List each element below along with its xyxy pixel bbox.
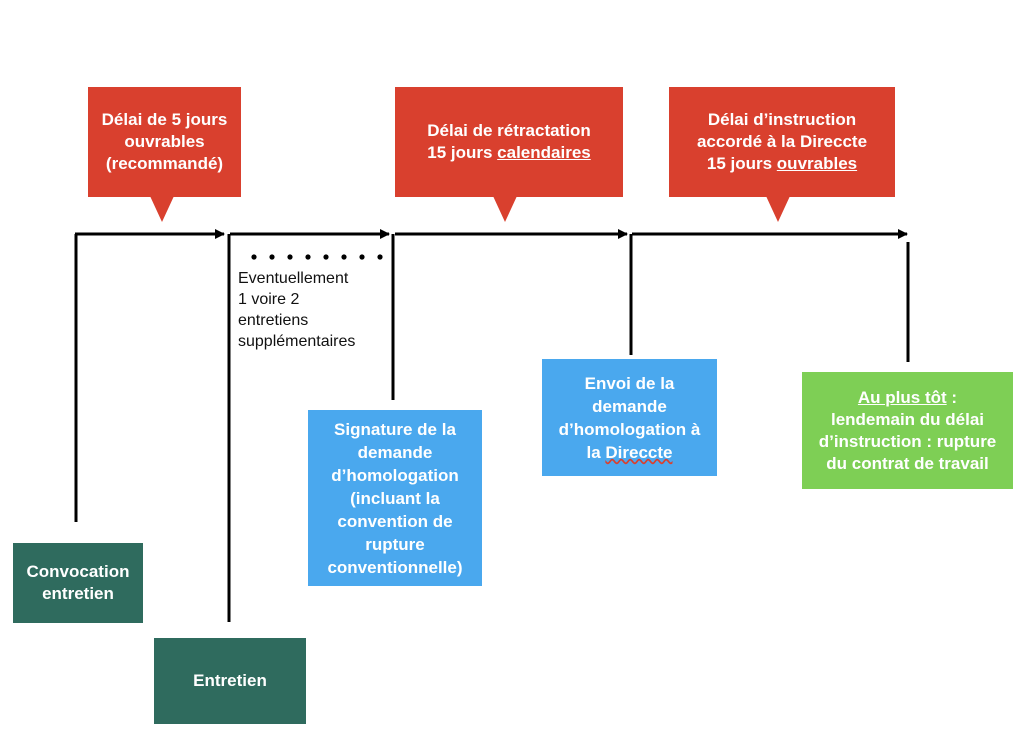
step-envoi-line1: Envoi de la — [584, 373, 675, 393]
delay-retractation-callout: Délai de rétractation 15 jours calendair… — [395, 87, 623, 197]
optional-interviews-note: Eventuellement 1 voire 2 entretiens supp… — [238, 268, 355, 352]
note-line3: entretiens — [238, 312, 309, 329]
step-signature-line3: d’homologation — [331, 465, 459, 485]
step-envoi: Envoi de la demande d’homologation à la … — [542, 359, 717, 476]
delay-preavis-callout: Délai de 5 jours ouvrables (recommandé) — [88, 87, 241, 197]
delay-instruction-line3: 15 jours ouvrables — [707, 153, 857, 175]
delay-retractation-line2: 15 jours calendaires — [427, 142, 590, 164]
step-entretien-label: Entretien — [193, 671, 267, 690]
delay-instruction-callout: Délai d’instruction accordé à la Direcct… — [669, 87, 895, 197]
note-line2: 1 voire 2 — [238, 291, 300, 308]
step-signature-line7: conventionnelle) — [327, 557, 463, 577]
delay-instruction-pointer — [766, 196, 790, 222]
step-entretien: Entretien — [154, 638, 306, 724]
note-line1: Eventuellement — [238, 270, 349, 287]
step-envoi-line3: d’homologation à — [558, 419, 701, 439]
delay-instruction-line2: accordé à la Direccte — [696, 132, 868, 151]
step-rupture-line1-suffix: : — [946, 387, 958, 407]
delay-instruction-line3-prefix: 15 jours — [706, 154, 777, 173]
step-signature-line6: rupture — [365, 534, 425, 554]
delay-preavis-pointer — [150, 196, 174, 222]
delay-preavis-line2: ouvrables — [124, 132, 205, 151]
delay-retractation-pointer — [493, 196, 517, 222]
delay-preavis-line3: (recommandé) — [105, 154, 224, 173]
delay-retractation-line2-underlined: calendaires — [497, 143, 591, 162]
step-rupture-line1-underlined: Au plus tôt — [857, 387, 947, 407]
step-signature-line2: demande — [357, 442, 433, 462]
step-rupture-line4: du contrat de travail — [826, 453, 989, 473]
step-signature-line5: convention de — [337, 511, 453, 531]
step-signature: Signature de la demande d’homologation (… — [308, 410, 482, 586]
step-rupture-line3: d’instruction : rupture — [818, 431, 997, 451]
step-rupture-line1: Au plus tôt : — [858, 387, 957, 409]
step-envoi-line4: la Direccte — [586, 441, 672, 464]
step-rupture-line2: lendemain du délai — [830, 409, 985, 429]
step-envoi-line4-underlined: Direccte — [605, 442, 673, 462]
step-envoi-line4-prefix: la — [586, 442, 606, 462]
step-convocation: Convocation entretien — [13, 543, 143, 623]
delay-instruction-line1: Délai d’instruction — [707, 110, 857, 129]
delay-preavis-line1: Délai de 5 jours — [101, 110, 228, 129]
step-signature-line1: Signature de la — [334, 419, 456, 439]
step-convocation-line2: entretien — [42, 584, 114, 603]
step-envoi-line2: demande — [592, 396, 667, 416]
note-line4: supplémentaires — [238, 333, 356, 350]
step-rupture: Au plus tôt : lendemain du délai d’instr… — [802, 372, 1013, 489]
delay-instruction-line3-underlined: ouvrables — [776, 154, 858, 173]
step-convocation-line1: Convocation — [26, 562, 130, 581]
delay-retractation-line1: Délai de rétractation — [427, 121, 591, 140]
optional-interviews-dots — [251, 254, 383, 260]
step-signature-line4: (incluant la — [350, 488, 440, 508]
delay-retractation-line2-prefix: 15 jours — [427, 143, 498, 162]
